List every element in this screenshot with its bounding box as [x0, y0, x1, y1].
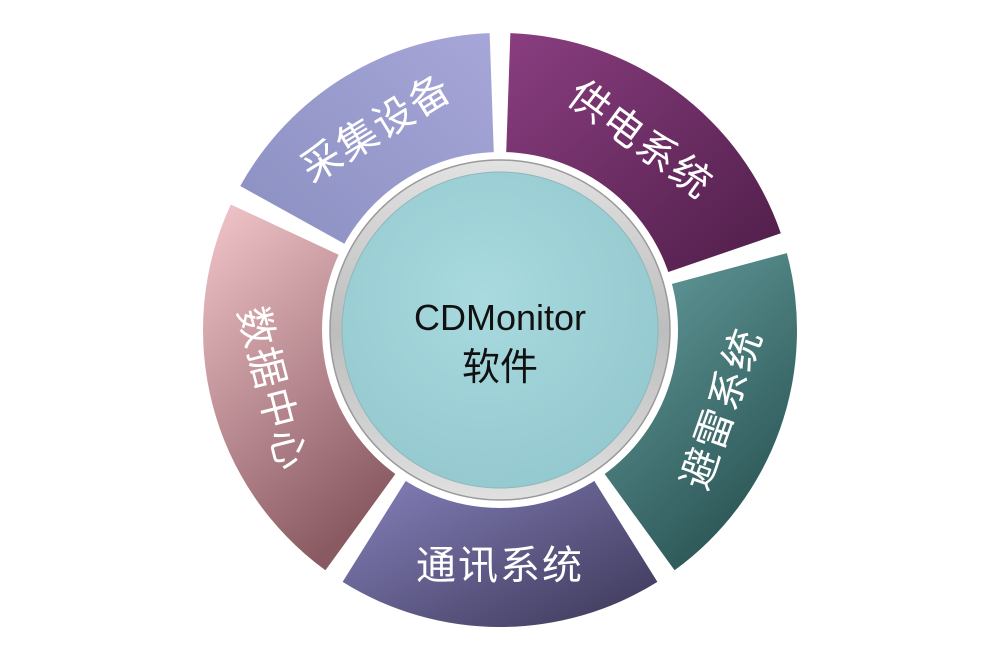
segment-power-supply: [505, 33, 781, 280]
segment-communication-label: 通讯系统: [416, 543, 584, 589]
center-subtitle: 软件: [462, 347, 538, 389]
segments-layer: [202, 33, 797, 627]
segment-data-center: [202, 204, 409, 571]
segment-collection-devices: [240, 33, 495, 255]
segment-lightning-protection: [591, 253, 797, 571]
center-circle: [341, 171, 659, 489]
center-title: CDMonitor: [414, 297, 586, 338]
segment-communication: [342, 461, 658, 627]
